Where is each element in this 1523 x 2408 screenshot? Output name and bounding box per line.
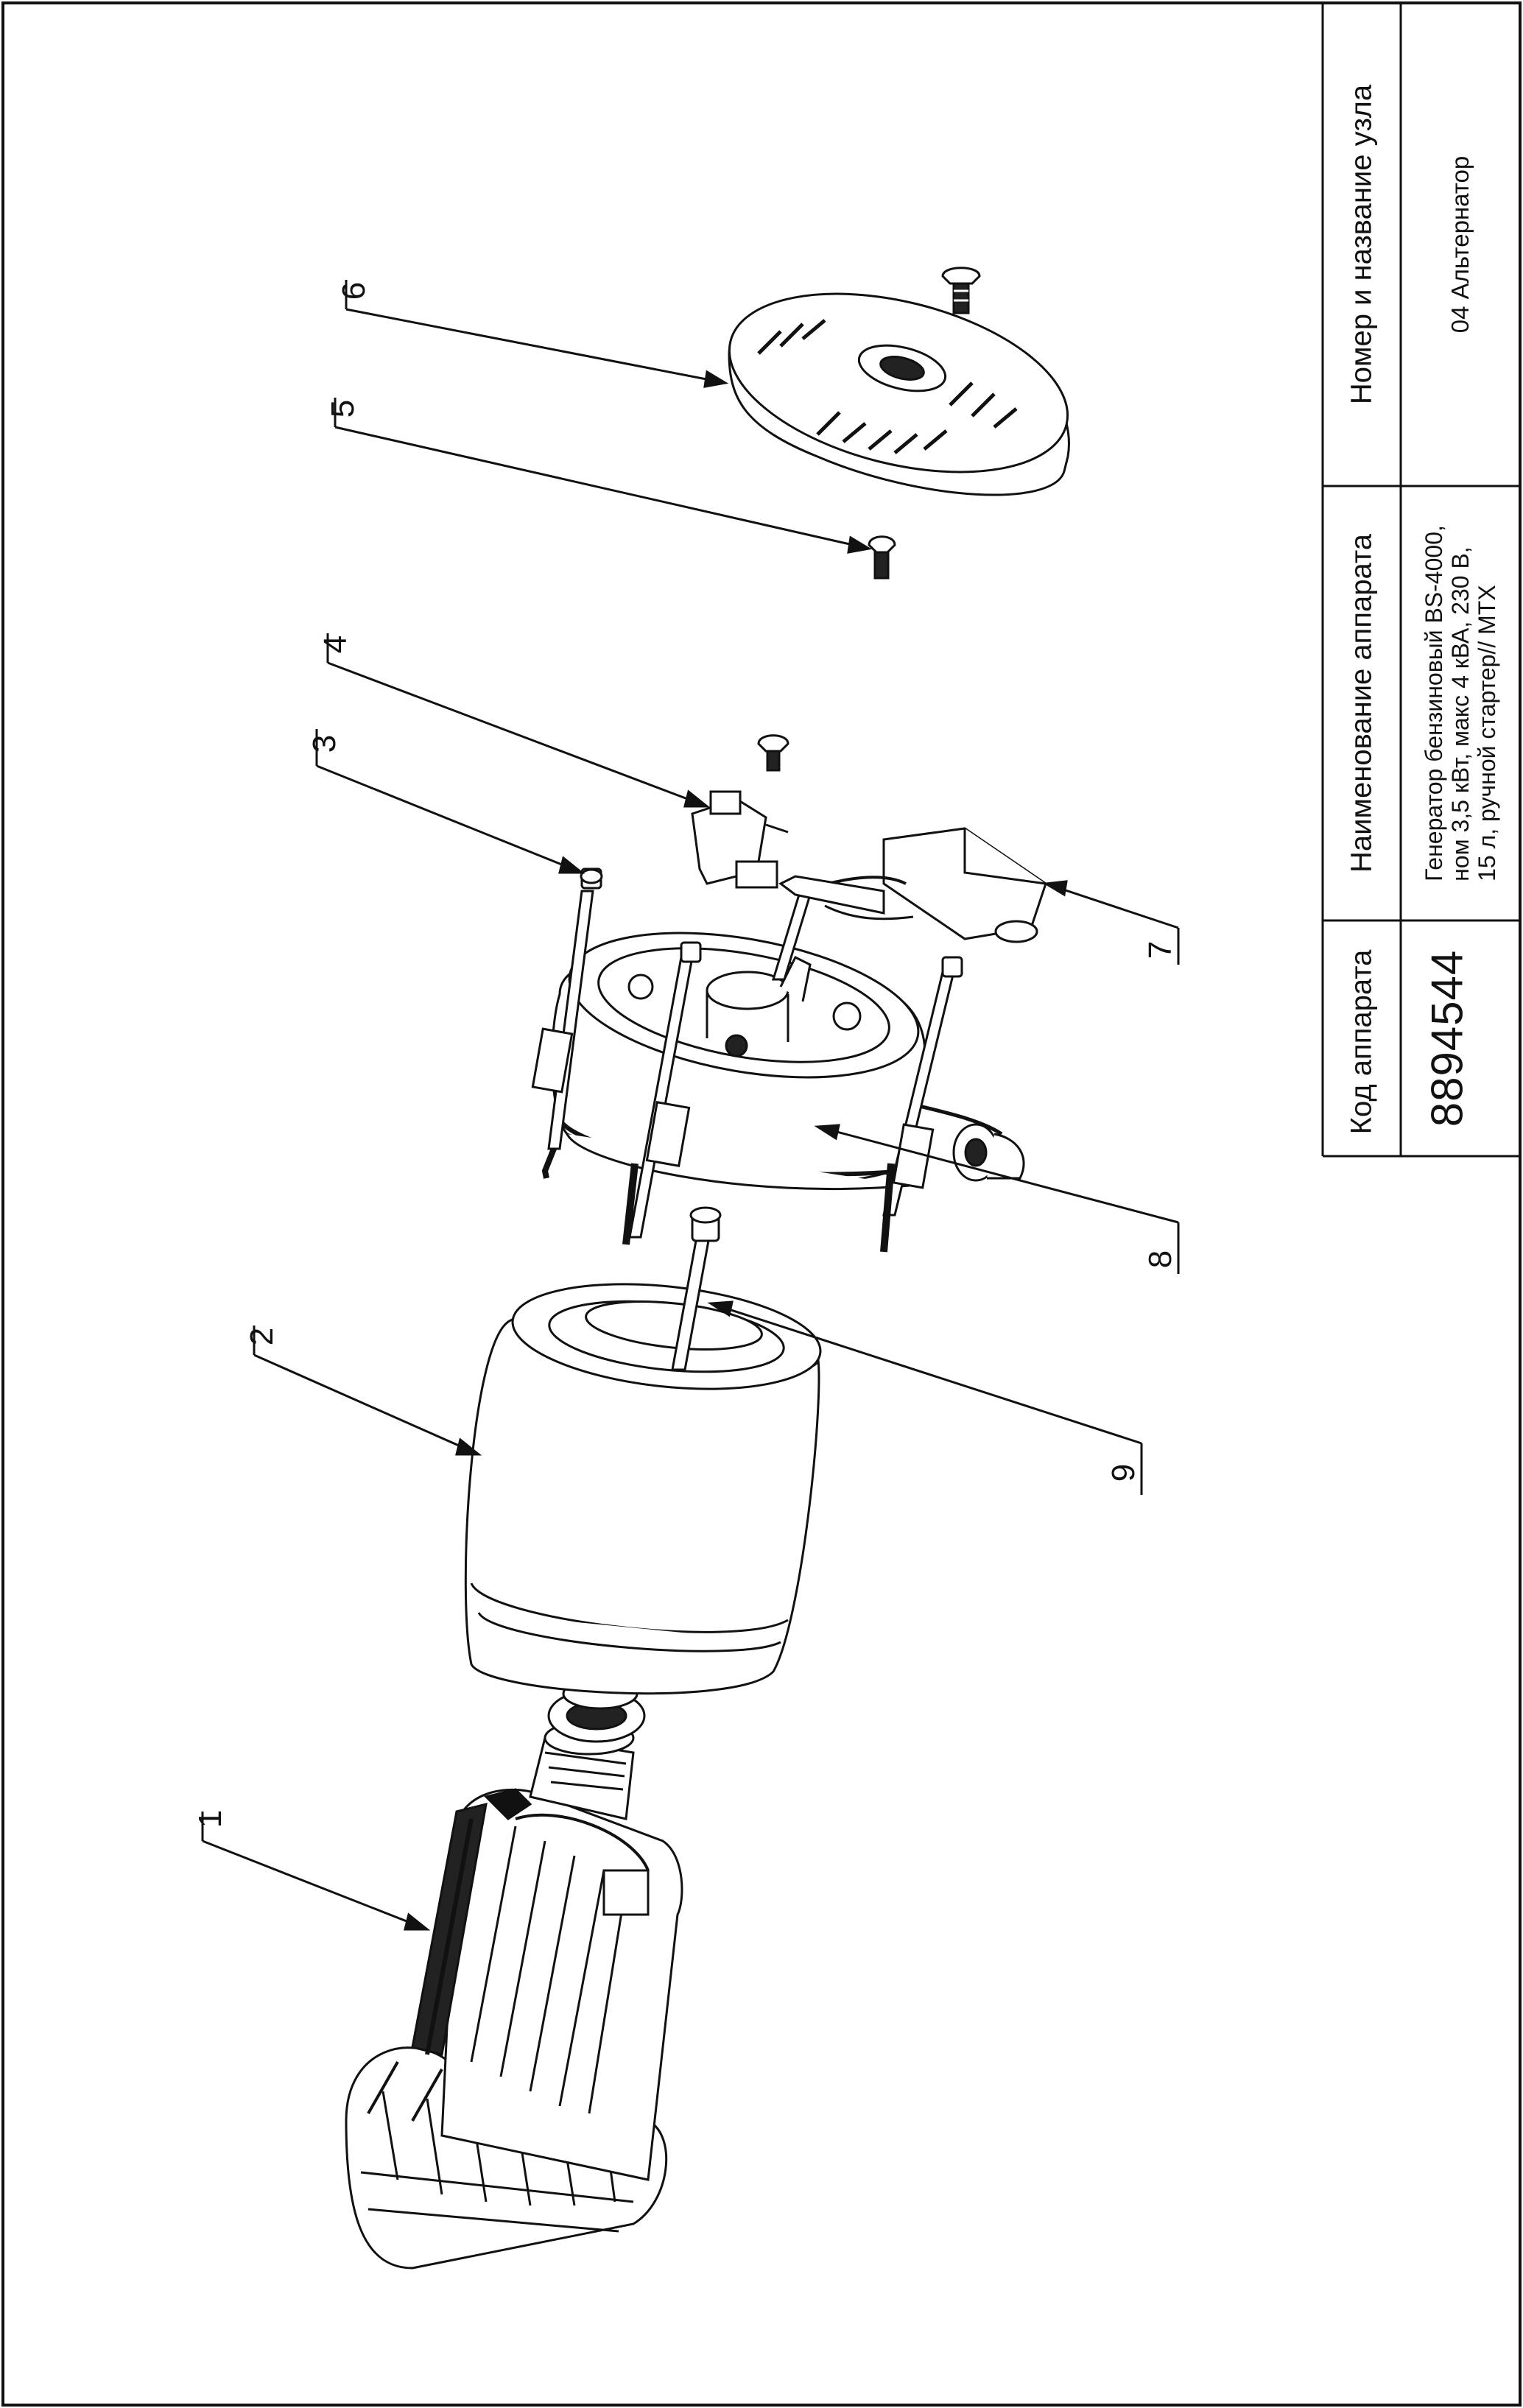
end-cover — [728, 267, 1070, 496]
leader-lines — [201, 280, 1180, 1931]
callout-3: 3 — [306, 735, 342, 753]
brush-holder — [691, 734, 789, 889]
code-header: Код аппарата — [1345, 949, 1378, 1135]
through-bolts — [531, 867, 963, 1253]
callout-7: 7 — [1142, 941, 1178, 959]
name-value: Генератор бензиновый BS-4000, ном 3,5 кВ… — [1421, 525, 1500, 881]
node-header: Номер и название узла — [1345, 84, 1378, 405]
center-bolt — [671, 1206, 722, 1371]
end-bell-housing — [551, 932, 1025, 1191]
callout-6: 6 — [336, 282, 372, 300]
callout-1: 1 — [192, 1810, 228, 1828]
name-line-2: ном 3,5 кВт, макс 4 кВА, 230 В, — [1447, 546, 1474, 881]
node-value: 04 Альтернатор — [1446, 155, 1474, 334]
callout-9: 9 — [1105, 1464, 1142, 1482]
rotor-assembly — [345, 1677, 683, 2270]
name-header: Наименование аппарата — [1345, 534, 1378, 873]
voltage-regulator — [778, 827, 1047, 943]
callout-5: 5 — [325, 400, 361, 418]
name-line-3: 15 л, ручной стартер// MTX — [1474, 585, 1500, 881]
callout-8: 8 — [1142, 1250, 1178, 1268]
name-line-1: Генератор бензиновый BS-4000, — [1421, 525, 1447, 881]
callout-2: 2 — [244, 1328, 280, 1345]
stator — [464, 1283, 822, 1695]
callout-4: 4 — [317, 636, 354, 653]
code-value: 8894544 — [1422, 949, 1472, 1127]
title-block — [1321, 3, 1520, 1158]
fastening-screw — [868, 535, 896, 580]
